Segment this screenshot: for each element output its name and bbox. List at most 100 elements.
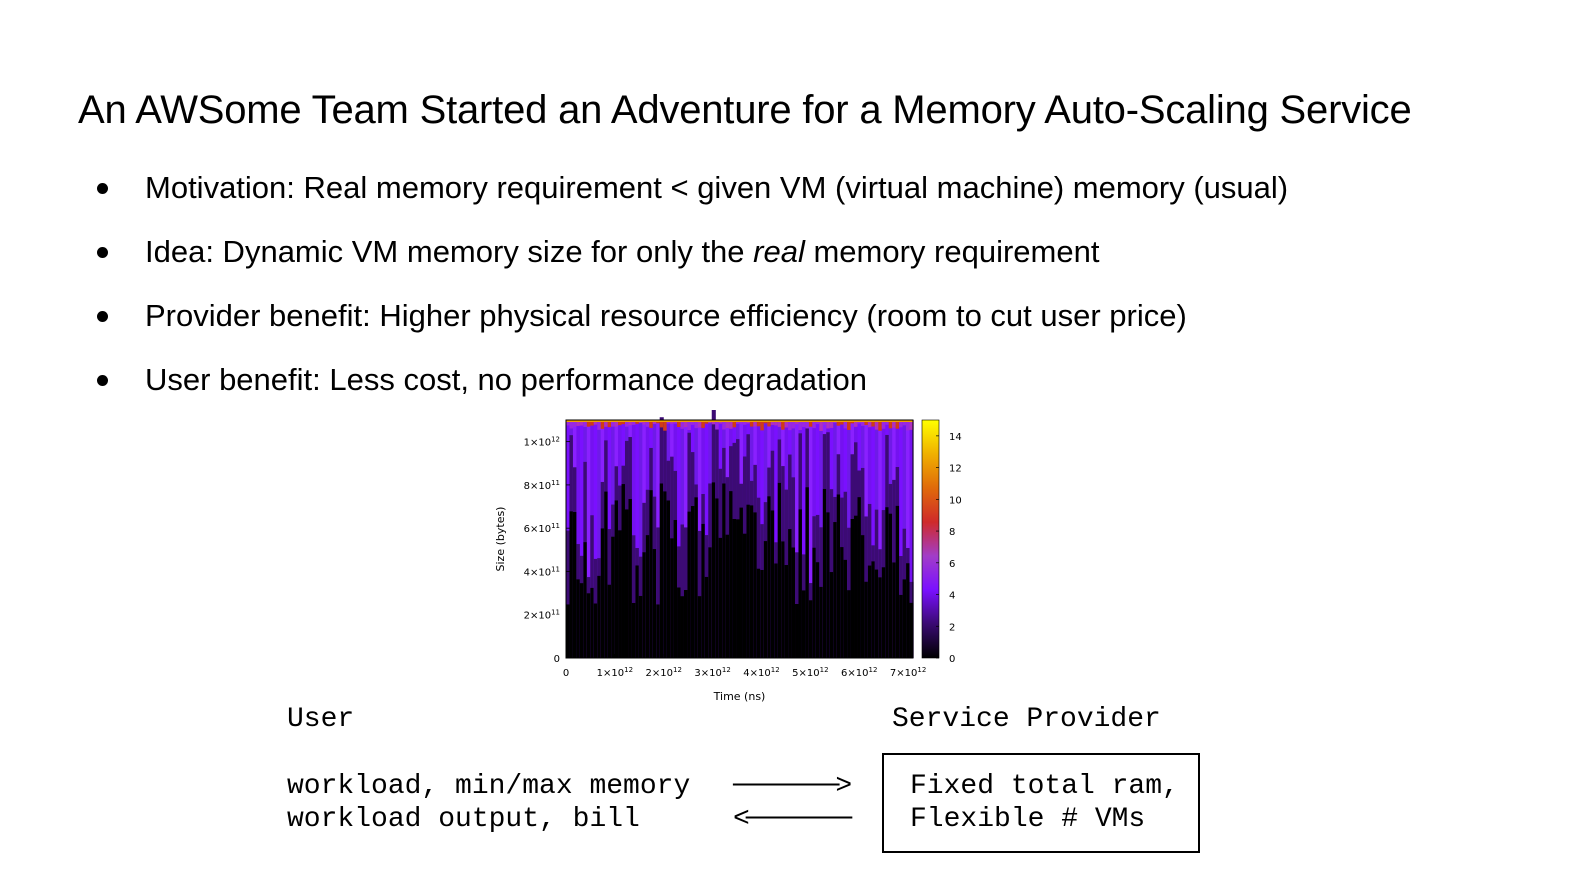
heatmap-column xyxy=(635,420,640,658)
heatmap-cell-low xyxy=(860,535,866,658)
heatmap-cell-mid xyxy=(819,527,824,587)
heatmap-cell-peak xyxy=(593,420,598,425)
heatmap-column xyxy=(677,420,682,658)
heatmap-cell-mid xyxy=(569,435,574,512)
heatmap-cell-low xyxy=(833,522,838,658)
heatmap-column xyxy=(708,420,713,658)
heatmap-cell-mid xyxy=(760,524,765,570)
heatmap-cell-peak xyxy=(767,420,772,427)
heatmap-cell-peak xyxy=(642,420,647,425)
bullet-dot xyxy=(97,183,108,194)
heatmap-cell-mid xyxy=(680,524,685,597)
heatmap-cell-low xyxy=(791,547,796,658)
heatmap-cell-low xyxy=(742,533,748,658)
heatmap-cell-peak xyxy=(663,420,668,431)
heatmap-cell-peak xyxy=(694,420,699,429)
x-tick-label: 4×1012 xyxy=(743,666,779,679)
heatmap-cell-peak xyxy=(760,420,765,431)
heatmap-cell-low xyxy=(784,565,789,658)
heatmap-column xyxy=(878,420,883,658)
heatmap-cell-peak xyxy=(836,420,841,426)
heatmap-column xyxy=(774,420,779,658)
response-text: workload output, bill xyxy=(287,804,640,835)
heatmap-cell-mid xyxy=(874,509,879,570)
colorbar-tick-label: 0 xyxy=(949,654,955,665)
heatmap-cell-peak xyxy=(801,420,807,428)
heatmap-cell-peak xyxy=(774,420,779,426)
heatmap-column xyxy=(767,420,772,658)
heatmap-cell-low xyxy=(795,603,800,658)
heatmap-cell-mid xyxy=(881,510,886,568)
heatmap-cell-mid xyxy=(666,460,671,501)
heatmap-column xyxy=(579,420,584,658)
heatmap-column xyxy=(659,417,664,658)
heatmap-cell-mid xyxy=(593,558,598,604)
heatmap-cell-low xyxy=(902,579,907,658)
heatmap-cell-peak xyxy=(711,420,716,425)
heatmap-column xyxy=(586,420,591,658)
heatmap-cell-low xyxy=(843,559,848,658)
heatmap-column xyxy=(642,420,647,658)
heatmap-cell-peak xyxy=(729,420,734,429)
heatmap-cell-low xyxy=(725,534,730,658)
heatmap-cell-high xyxy=(774,420,779,658)
heatmap-cell-peak xyxy=(597,420,602,430)
heatmap-column xyxy=(618,420,623,658)
heatmap-cell-low xyxy=(826,512,831,658)
heatmap-cell-mid xyxy=(888,483,893,514)
heatmap-cell-low xyxy=(590,587,595,658)
heatmap-cell-mid xyxy=(659,417,664,484)
heatmap-cell-mid xyxy=(860,467,866,536)
heatmap-cell-mid xyxy=(801,554,807,591)
heatmap-cell-peak xyxy=(600,420,605,429)
heatmap-cell-mid xyxy=(649,447,654,491)
heatmap-cell-mid xyxy=(763,502,768,542)
heatmap-cell-low xyxy=(763,541,768,658)
colorbar-tick-label: 2 xyxy=(949,622,955,633)
heatmap-cell-low xyxy=(631,602,636,658)
heatmap-cell-mid xyxy=(704,535,709,577)
heatmap-cell-peak xyxy=(899,420,904,428)
heatmap-cell-mid xyxy=(586,577,591,594)
heatmap-cell-mid xyxy=(871,545,876,562)
heatmap-cell-low xyxy=(715,498,720,658)
heatmap-column xyxy=(590,420,595,658)
y-tick-label: 1×1012 xyxy=(524,436,560,449)
heatmap-cell-peak xyxy=(867,420,872,428)
heatmap-cell-high xyxy=(576,420,581,658)
heatmap-cell-peak xyxy=(860,420,866,426)
heatmap-cell-low xyxy=(649,490,654,658)
heatmap-cell-peak xyxy=(569,420,574,429)
heatmap-cell-low xyxy=(847,590,852,658)
heatmap-column xyxy=(847,420,852,658)
heatmap-column xyxy=(739,420,744,658)
box-line-flexible-vms: Flexible # VMs xyxy=(910,804,1146,835)
heatmap-cell-low xyxy=(704,576,709,658)
heatmap-cell-low xyxy=(909,602,914,658)
x-tick-label: 1×1012 xyxy=(597,666,633,679)
heatmap-cell-mid xyxy=(781,466,786,542)
heatmap-cell-low xyxy=(670,538,675,658)
heatmap-cell-low xyxy=(690,506,695,658)
heatmap-cell-mid xyxy=(756,497,761,569)
emphasis-real: real xyxy=(753,234,805,269)
heatmap-column xyxy=(742,420,748,658)
heatmap-cell-mid xyxy=(638,556,643,596)
heatmap-column xyxy=(593,420,598,658)
heatmap-cell-peak xyxy=(722,420,727,430)
heatmap-column xyxy=(663,420,668,658)
heatmap-cell-high xyxy=(677,420,682,658)
heatmap-cell-mid xyxy=(645,489,650,536)
heatmap-cell-low xyxy=(756,568,761,658)
heatmap-cell-mid xyxy=(895,466,900,506)
heatmap-column xyxy=(777,420,782,658)
heatmap-cell-low xyxy=(857,497,862,658)
heatmap-cell-low xyxy=(812,547,817,658)
heatmap-column xyxy=(718,420,723,658)
heatmap-cell-peak xyxy=(781,420,786,430)
heatmap-column xyxy=(895,420,900,658)
heatmap-cell-peak xyxy=(815,420,820,425)
heatmap-cell-mid xyxy=(805,427,810,488)
heatmap-cell-low xyxy=(652,549,657,658)
heatmap-cell-peak xyxy=(874,420,879,430)
